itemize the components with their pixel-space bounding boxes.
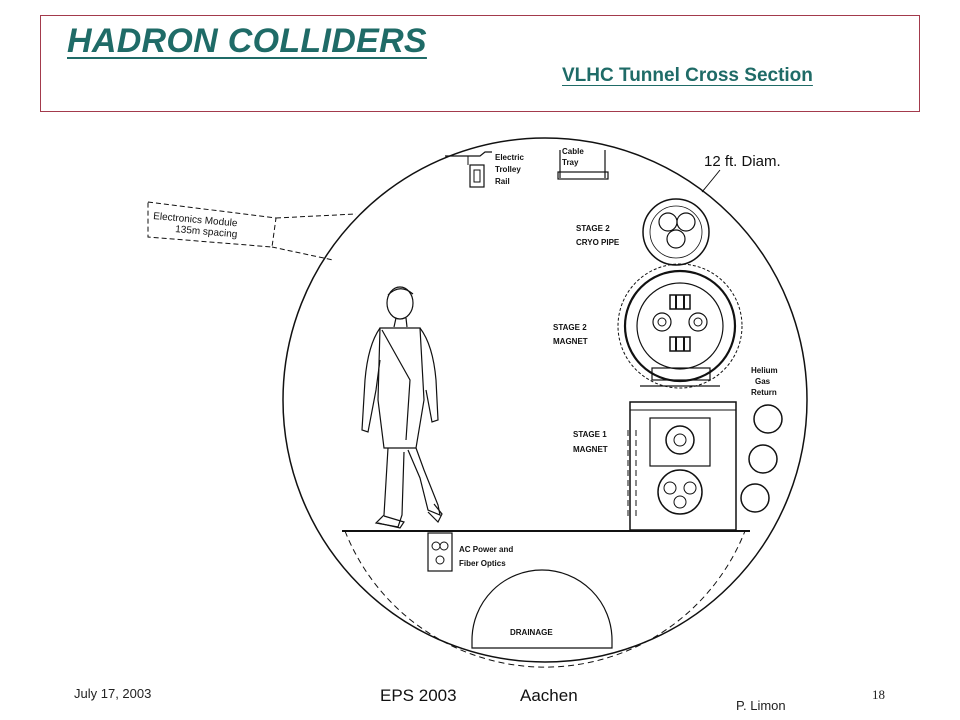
stage1-magnet-label-line1: STAGE 1 xyxy=(573,430,607,439)
stage2-magnet-support xyxy=(651,367,711,381)
stage1-magnet-housing xyxy=(629,401,737,531)
cryo-pipe-label-line1: STAGE 2 xyxy=(576,224,610,233)
trolley-unit xyxy=(469,164,485,188)
page-number: 18 xyxy=(872,687,885,702)
ac-power-label-line2: Fiber Optics xyxy=(459,559,506,568)
stage1-magnet-label-line2: MAGNET xyxy=(573,445,608,454)
cryo-pipe xyxy=(642,198,710,266)
trolley-label-line3: Rail xyxy=(495,177,510,186)
electronics-label-line2: 135m spacing xyxy=(175,224,238,240)
ac-power-duct xyxy=(427,532,453,572)
drainage-arch xyxy=(471,569,613,649)
invert-dashed-arc xyxy=(344,530,746,668)
stage2-magnet-label-line2: MAGNET xyxy=(553,337,588,346)
stage2-magnet xyxy=(623,269,737,383)
stage2-magnet-outer xyxy=(617,263,743,389)
footer-date: July 17, 2003 xyxy=(74,686,152,701)
cable-tray-label-line2: Tray xyxy=(562,158,579,167)
footer-author: P. Limon xyxy=(736,698,786,713)
cable-tray-label-line1: Cable xyxy=(562,147,584,156)
helium-label-line3: Return xyxy=(751,388,777,397)
slide-title: HADRON COLLIDERS xyxy=(67,22,427,60)
helium-label-line2: Gas xyxy=(755,377,771,386)
trolley-label-line1: Electric xyxy=(495,153,524,162)
helium-return-pipe-3 xyxy=(740,483,770,513)
diameter-label: 12 ft. Diam. xyxy=(704,153,781,170)
drainage-label: DRAINAGE xyxy=(510,628,553,637)
stage2-magnet-label-line1: STAGE 2 xyxy=(553,323,587,332)
helium-return-pipe-2 xyxy=(748,444,778,474)
helium-return-pipe-1 xyxy=(753,404,783,434)
person-figure xyxy=(361,286,443,529)
header-box xyxy=(40,15,920,112)
footer-conference: EPS 2003 xyxy=(380,686,457,705)
electronics-duct xyxy=(275,213,357,219)
slide-subtitle: VLHC Tunnel Cross Section xyxy=(562,65,813,86)
diameter-arrow xyxy=(701,169,721,193)
footer-city: Aachen xyxy=(520,686,578,705)
ac-power-label-line1: AC Power and xyxy=(459,545,513,554)
helium-label-line1: Helium xyxy=(751,366,778,375)
stage1-magnet-yoke xyxy=(665,425,695,455)
trolley-rail xyxy=(445,151,492,157)
cable-tray xyxy=(557,171,609,180)
trolley-label-line2: Trolley xyxy=(495,165,521,174)
stage1-magnet-cryostat xyxy=(657,469,703,515)
tunnel-outline xyxy=(282,137,808,663)
electronics-duct-lower xyxy=(271,246,334,261)
cryo-pipe-label-line2: CRYO PIPE xyxy=(576,238,620,247)
